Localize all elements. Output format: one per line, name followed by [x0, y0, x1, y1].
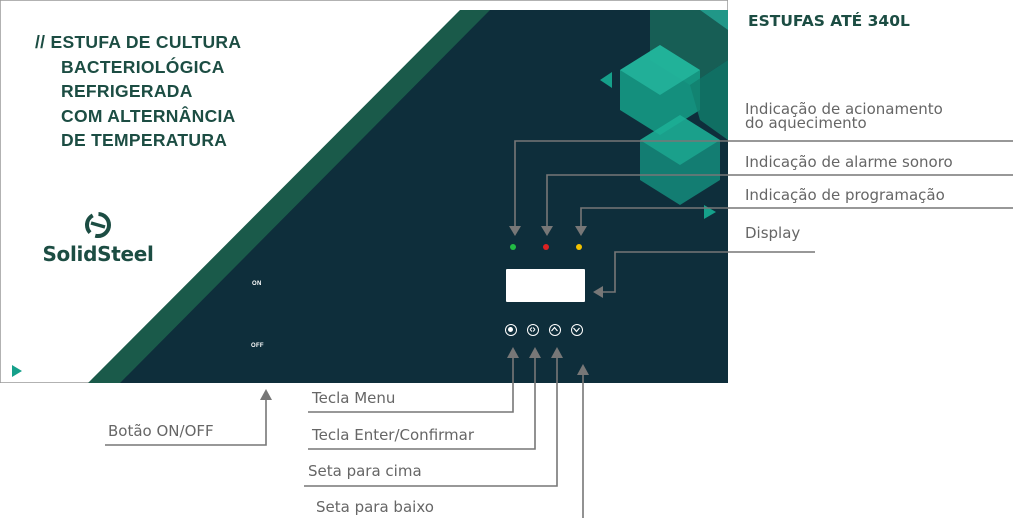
- solidsteel-logo-icon: [85, 212, 111, 238]
- menu-key-icon[interactable]: [505, 324, 517, 336]
- heating-led: [510, 244, 516, 250]
- callout-alarm: Indicação de alarme sonoro: [745, 153, 953, 171]
- cube-decoration: [600, 10, 728, 219]
- callout-up-arrow: Seta para cima: [308, 462, 422, 480]
- display-screen: [506, 269, 585, 302]
- callout-menu-key: Tecla Menu: [312, 389, 396, 407]
- callout-on-off: Botão ON/OFF: [108, 422, 214, 440]
- callout-display: Display: [745, 224, 801, 242]
- callout-down-arrow: Seta para baixo: [316, 498, 434, 516]
- alarm-led: [543, 244, 549, 250]
- play-triangle-icon: [12, 365, 22, 377]
- callout-heating: Indicação de acionamento do aquecimento: [745, 100, 943, 132]
- brand-name: SolidSteel: [42, 242, 154, 266]
- switch-off-label: OFF: [251, 343, 264, 349]
- page-header: ESTUFAS ATÉ 340L: [748, 12, 910, 30]
- enter-key-icon[interactable]: [527, 324, 539, 336]
- down-arrow-key-icon[interactable]: [571, 324, 583, 336]
- programming-led: [576, 244, 582, 250]
- brand-logo: SolidSteel: [18, 212, 178, 266]
- up-arrow-key-icon[interactable]: [549, 324, 561, 336]
- callout-programming: Indicação de programação: [745, 186, 945, 204]
- control-panel: // ESTUFA DE CULTURA BACTERIOLÓGICA REFR…: [0, 0, 729, 384]
- callout-enter-key: Tecla Enter/Confirmar: [312, 426, 475, 444]
- panel-title: // ESTUFA DE CULTURA BACTERIOLÓGICA REFR…: [35, 32, 242, 150]
- switch-on-label: ON: [252, 281, 262, 287]
